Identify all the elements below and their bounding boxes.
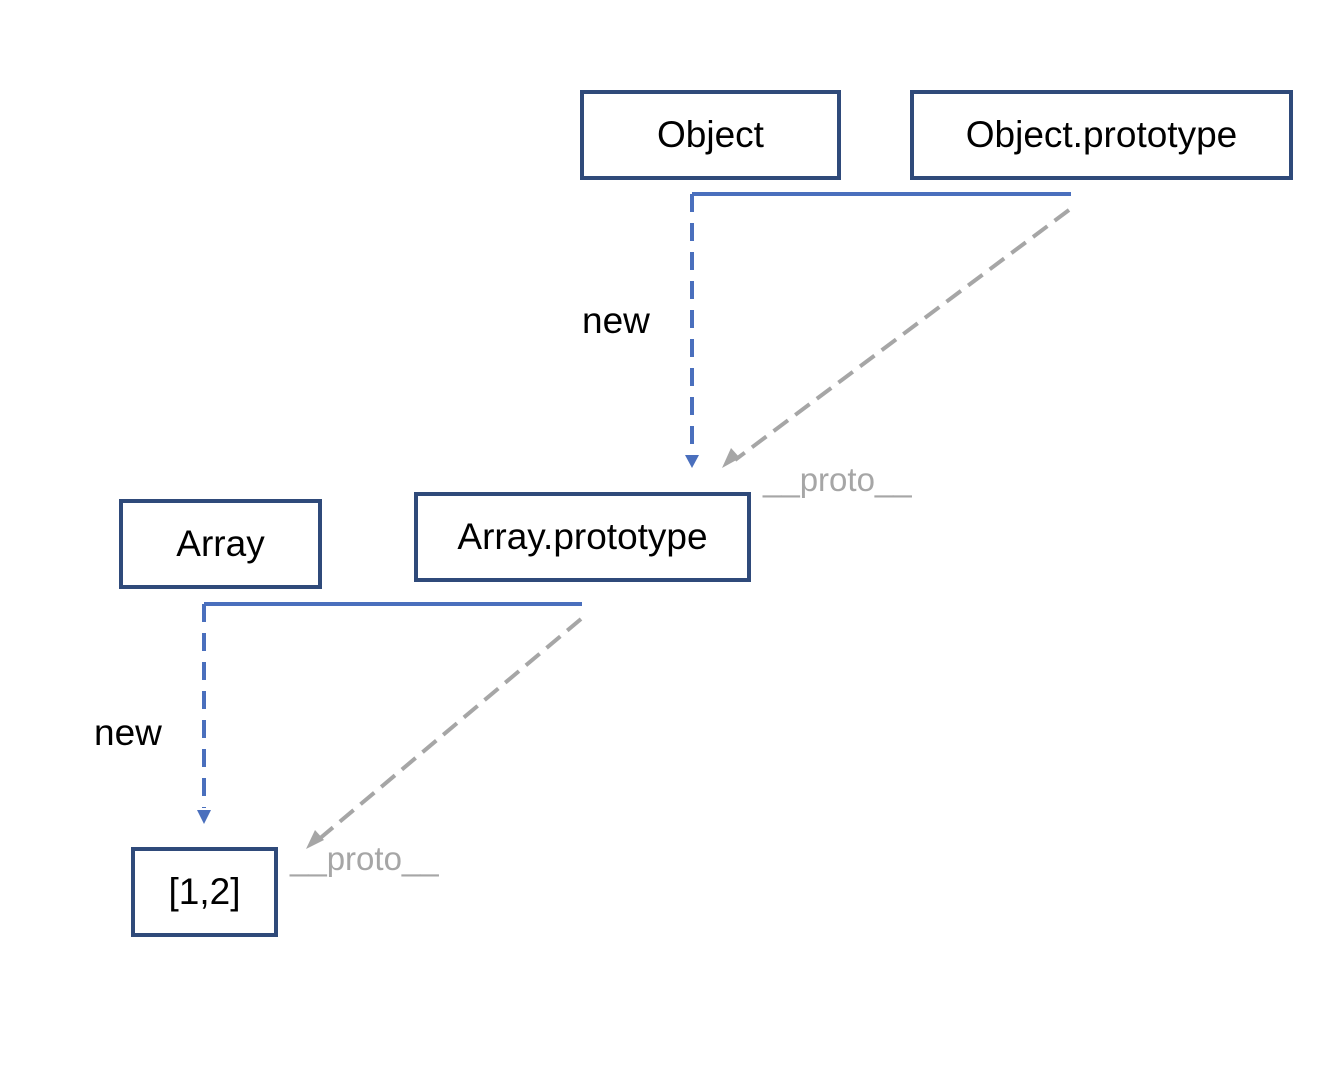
- edge-label-proto: __proto__: [290, 840, 439, 877]
- arrowhead: [197, 810, 211, 824]
- arrowhead: [722, 448, 740, 468]
- edge-proto-instance-to-array-prototype: [306, 617, 583, 849]
- edge-dashed-line: [316, 617, 583, 842]
- node-array-prototype: Array.prototype: [414, 492, 751, 582]
- arrowhead: [306, 830, 324, 849]
- edge-new-array-to-instance: [197, 602, 582, 824]
- node-label: [1,2]: [168, 871, 241, 912]
- node-label: Object.prototype: [965, 114, 1238, 155]
- edge-label-proto: __proto__: [763, 461, 912, 498]
- node-array-instance: [1,2]: [131, 847, 278, 937]
- node-label: Object: [657, 114, 764, 155]
- node-object: Object: [580, 90, 841, 180]
- edge-new-object-to-array-prototype: [685, 192, 1071, 468]
- edge-label-new: new: [582, 300, 650, 341]
- node-object-prototype: Object.prototype: [910, 90, 1293, 180]
- node-label: Array: [176, 523, 265, 564]
- node-label: Array.prototype: [457, 516, 708, 557]
- edge-label-new: new: [94, 712, 162, 753]
- arrowhead: [685, 455, 699, 468]
- edge-proto-array-prototype-to-object-prototype: [722, 208, 1071, 468]
- node-array: Array: [119, 499, 322, 589]
- edge-dashed-line: [733, 208, 1071, 462]
